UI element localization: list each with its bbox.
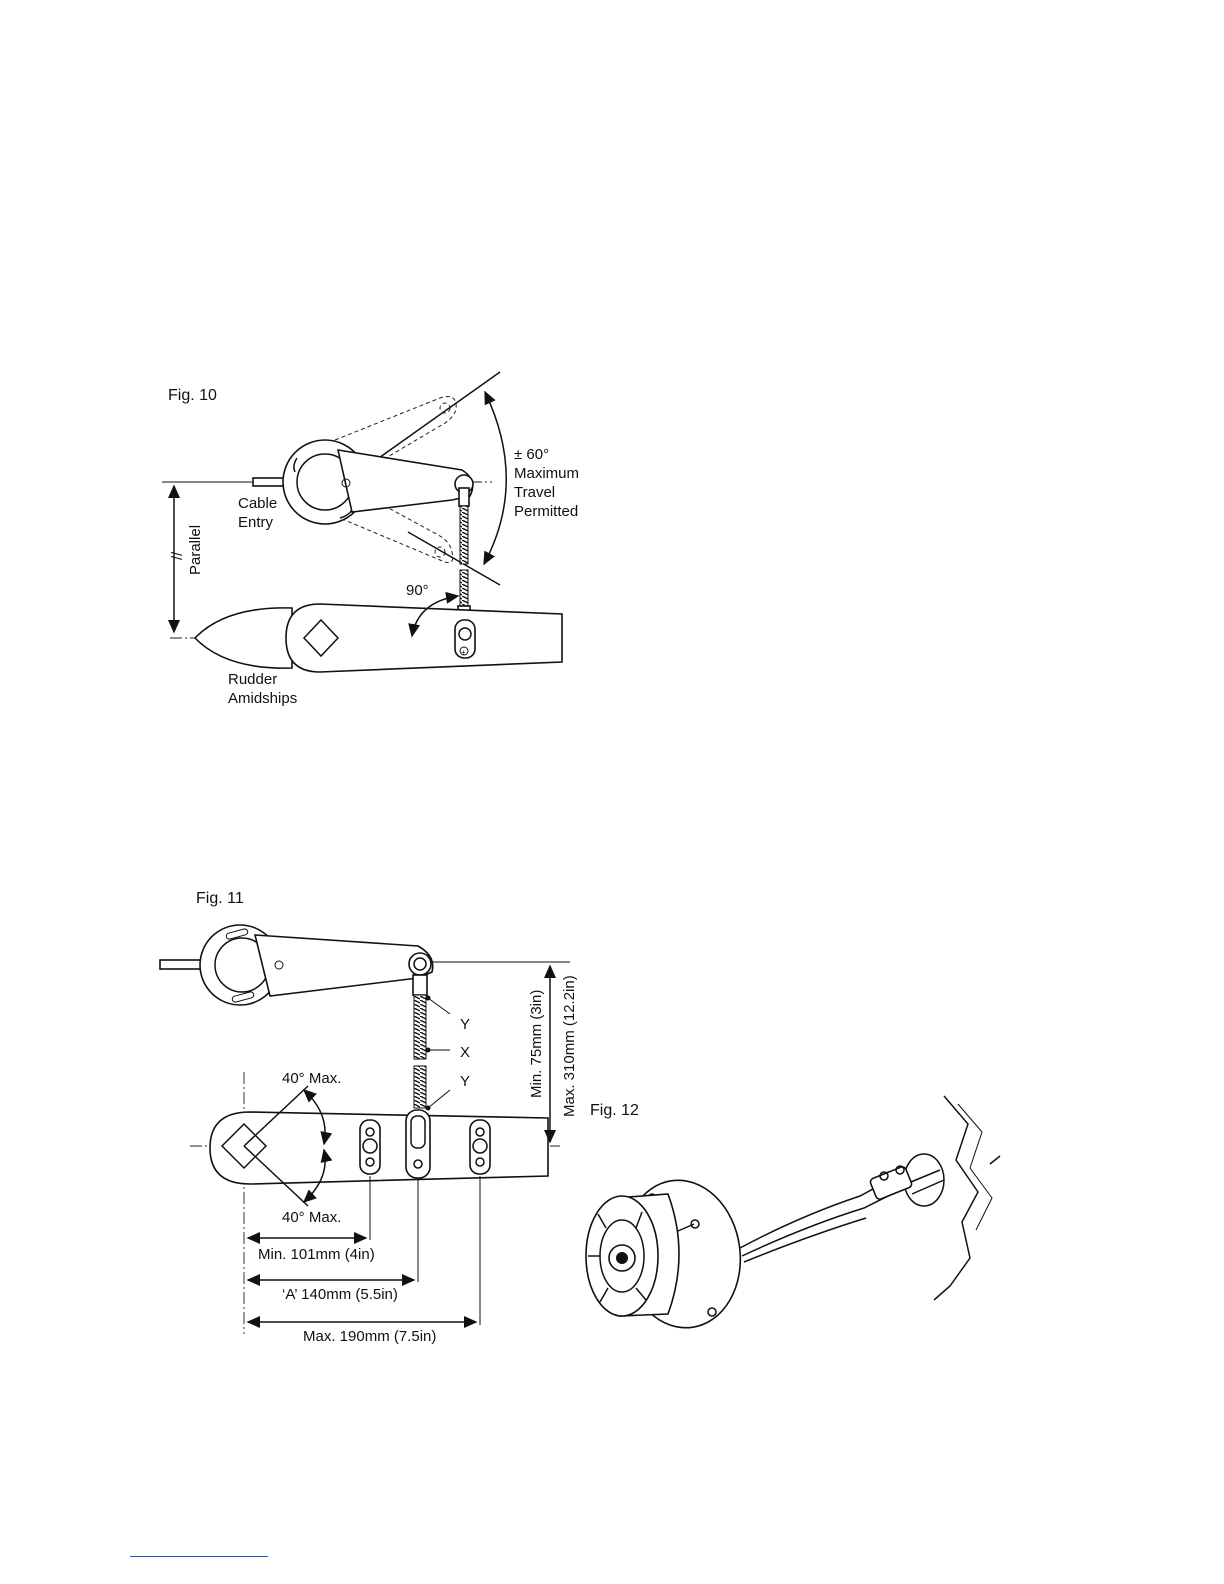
fig10-title: Fig. 10 bbox=[168, 387, 217, 404]
fig11-vert-max: Max. 310mm (12.2in) bbox=[561, 975, 578, 1117]
fig11-dim-min: Min. 101mm (4in) bbox=[258, 1246, 375, 1263]
footer-link-rule bbox=[130, 1556, 268, 1557]
fig11-mount-slot-1 bbox=[360, 1120, 380, 1174]
fig10-travel-line-2: Maximum bbox=[514, 465, 579, 482]
fig10-angle-label: 90° bbox=[406, 582, 429, 599]
fig11-dim-a: ‘A’ 140mm (5.5in) bbox=[282, 1286, 398, 1303]
fig11-ball-joint bbox=[409, 953, 431, 975]
fig11-mount-slot-2 bbox=[406, 1110, 430, 1178]
fig12-illustration: Fig. 12 bbox=[586, 1096, 1000, 1335]
fig12-bulkhead bbox=[934, 1096, 978, 1300]
fig11-diagram: Fig. 11 Y X Y bbox=[160, 890, 578, 1345]
fig10-travel-line-3: Travel bbox=[514, 484, 555, 501]
fig11-mount-slot-3 bbox=[470, 1120, 490, 1174]
fig10-drive-arm bbox=[338, 450, 473, 512]
fig11-label-y-bottom: Y bbox=[460, 1073, 470, 1090]
fig11-label-x: X bbox=[460, 1044, 470, 1061]
fig10-rudder-blade bbox=[195, 608, 292, 668]
fig11-angle-top: 40° Max. bbox=[282, 1070, 341, 1087]
fig10-parallel-mark: // bbox=[169, 551, 186, 560]
fig10-linkage-rod bbox=[458, 488, 470, 624]
fig10-travel-arc bbox=[484, 392, 506, 564]
fig10-cable-entry-line-1: Cable bbox=[238, 495, 277, 512]
fig11-title: Fig. 11 bbox=[196, 890, 244, 907]
fig10-rudder-line-1: Rudder bbox=[228, 671, 277, 688]
fig10-parallel-label: Parallel bbox=[187, 525, 204, 575]
fig12-title: Fig. 12 bbox=[590, 1102, 639, 1119]
fig11-label-y-top: Y bbox=[460, 1016, 470, 1033]
fig12-terminal-block bbox=[869, 1166, 912, 1201]
fig11-dim-max: Max. 190mm (7.5in) bbox=[303, 1328, 436, 1345]
fig10-travel-line-1: ± 60° bbox=[514, 446, 549, 463]
fig11-linkage-rod bbox=[413, 975, 427, 1108]
fig10-diagram: Fig. 10 bbox=[162, 372, 579, 707]
fig11-angle-bottom: 40° Max. bbox=[282, 1209, 341, 1226]
svg-text:+: + bbox=[461, 648, 466, 657]
fig11-vert-min: Min. 75mm (3in) bbox=[528, 990, 545, 1098]
fig10-rudder-line-2: Amidships bbox=[228, 690, 297, 707]
fig10-rudder-tiller bbox=[286, 604, 562, 672]
fig12-cable-a bbox=[740, 1182, 886, 1248]
fig11-drive-arm bbox=[255, 935, 433, 996]
fig10-travel-line-4: Permitted bbox=[514, 503, 578, 520]
fig10-cable-entry-line-2: Entry bbox=[238, 514, 274, 531]
